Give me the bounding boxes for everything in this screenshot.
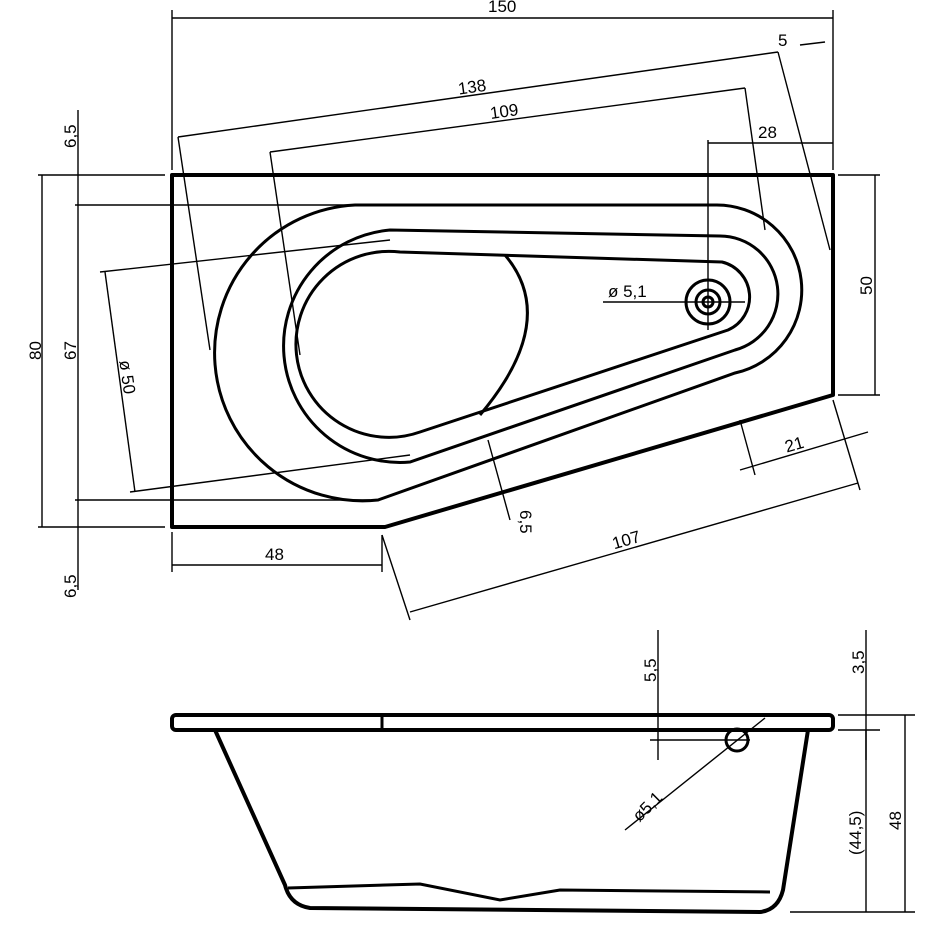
inner-ring-2: [294, 249, 752, 439]
dim-109: 109: [489, 100, 520, 123]
inner-ring: [282, 228, 780, 464]
dim-21: 21: [783, 433, 806, 456]
tub-outline: [170, 173, 835, 529]
side-view: 5,5 3,5 ø5,1 (44,5) 48: [170, 630, 915, 914]
side-dimension-lines: [624, 630, 915, 913]
dim-80: 80: [26, 341, 45, 360]
dim-44-5: (44,5): [846, 811, 865, 855]
dim-6-5-slant: 6,5: [516, 510, 535, 534]
dim-50: 50: [857, 276, 876, 295]
dim-diameter-50: ø 50: [115, 359, 139, 395]
dim-138: 138: [457, 76, 488, 99]
dim-overflow-diameter: ø5,1: [629, 788, 666, 825]
outer-basin: [213, 203, 804, 503]
dim-28: 28: [758, 123, 777, 142]
rim: [170, 713, 835, 732]
seat-divider: [478, 254, 529, 416]
dim-67: 67: [61, 341, 80, 360]
dimension-lines: [38, 10, 880, 621]
dim-48: 48: [265, 545, 284, 564]
dim-48-side: 48: [886, 811, 905, 830]
dim-drain-diameter: ø 5,1: [608, 282, 647, 301]
dim-150: 150: [488, 0, 516, 16]
dim-3-5: 3,5: [849, 650, 868, 674]
dim-5: 5: [778, 31, 787, 50]
dim-107: 107: [610, 527, 643, 553]
dim-5-5: 5,5: [641, 658, 660, 682]
dim-6-5-bottom: 6,5: [61, 574, 80, 598]
dim-6-5-top: 6,5: [61, 124, 80, 148]
top-view: 150 5 138 109 28 6,5 80 67 ø 50 ø 5,1 50…: [26, 0, 880, 621]
basin-profile: [213, 729, 810, 914]
